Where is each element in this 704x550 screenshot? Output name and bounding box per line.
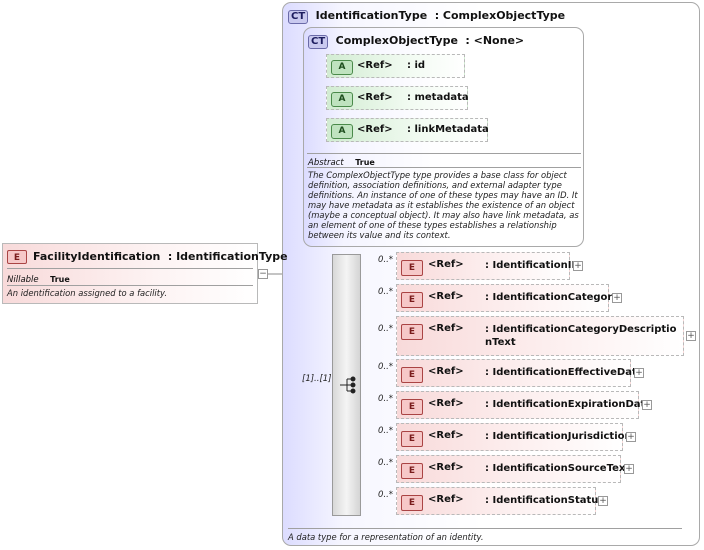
- attribute-icon: A: [331, 92, 353, 107]
- element-occurrence: 0..*: [378, 394, 394, 404]
- root-element-divider-2: [7, 285, 253, 286]
- element-identification-id[interactable]: E <Ref> : IdentificationID: [396, 252, 580, 280]
- abstract-label: Abstract: [308, 158, 344, 168]
- root-element-divider: [7, 268, 253, 269]
- identification-type-name: IdentificationType: [315, 9, 428, 22]
- complex-type-icon: CT: [308, 35, 329, 49]
- element-identification-category[interactable]: E <Ref> : IdentificationCategory: [396, 284, 619, 312]
- element-occurrence: 0..*: [378, 458, 394, 468]
- element-identification-source-text[interactable]: E <Ref> : IdentificationSourceText: [396, 455, 630, 483]
- attribute-link-metadata[interactable]: A <Ref> : linkMetadata: [326, 118, 489, 142]
- expand-icon[interactable]: +: [686, 331, 696, 341]
- element-icon: E: [401, 367, 423, 383]
- element-identification-jurisdiction[interactable]: E <Ref> : IdentificationJurisdiction: [396, 423, 632, 451]
- complex-object-type-base: : <None>: [465, 34, 525, 47]
- complex-object-type-divider: [307, 153, 581, 154]
- element-occurrence: 0..*: [378, 255, 394, 265]
- element-name: : IdentificationCategory: [485, 292, 619, 303]
- element-occurrence: 0..*: [378, 287, 394, 297]
- element-ref-label: <Ref>: [428, 366, 464, 377]
- sequence-occurrence: [1]..[1]: [302, 374, 332, 384]
- complex-object-type-documentation: The ComplexObjectType type provides a ba…: [308, 170, 579, 240]
- complex-type-icon: CT: [288, 10, 309, 24]
- element-occurrence: 0..*: [378, 324, 394, 334]
- element-name: : IdentificationStatus: [485, 495, 605, 506]
- root-element-type: : IdentificationType: [167, 250, 288, 263]
- attribute-ref-label: <Ref>: [357, 60, 393, 71]
- element-name: : IdentificationID: [485, 260, 580, 271]
- element-icon: E: [401, 324, 423, 340]
- element-name: : IdentificationSourceText: [485, 463, 631, 474]
- element-ref-label: <Ref>: [428, 291, 464, 302]
- identification-type-header: CT IdentificationType : ComplexObjectTyp…: [288, 9, 565, 24]
- element-ref-label: <Ref>: [428, 398, 464, 409]
- element-name: : IdentificationEffectiveDate: [485, 367, 644, 378]
- expand-icon[interactable]: +: [612, 293, 622, 303]
- element-icon: E: [401, 431, 423, 447]
- expand-icon[interactable]: +: [624, 464, 634, 474]
- attribute-name: : id: [407, 60, 426, 71]
- element-icon: E: [401, 495, 423, 511]
- abstract-property: Abstract True: [308, 155, 375, 168]
- attribute-icon: A: [331, 60, 353, 75]
- root-element-name: FacilityIdentification: [33, 250, 161, 263]
- expand-icon[interactable]: +: [626, 432, 636, 442]
- element-ref-label: <Ref>: [428, 462, 464, 473]
- expand-icon[interactable]: +: [642, 400, 652, 410]
- attribute-metadata[interactable]: A <Ref> : metadata: [326, 86, 469, 110]
- attribute-ref-label: <Ref>: [357, 92, 393, 103]
- nillable-property: Nillable True: [7, 272, 70, 285]
- complex-object-type-divider-2: [307, 167, 581, 168]
- identification-type-divider: [288, 528, 682, 529]
- attribute-icon: A: [331, 124, 353, 139]
- element-ref-label: <Ref>: [428, 494, 464, 505]
- root-element-documentation: An identification assigned to a facility…: [7, 288, 167, 298]
- facility-identification-element[interactable]: E FacilityIdentification : Identificatio…: [2, 243, 288, 304]
- element-icon: E: [401, 260, 423, 276]
- element-icon: E: [401, 463, 423, 479]
- complex-object-type-header: CT ComplexObjectType : <None>: [308, 34, 524, 49]
- element-occurrence: 0..*: [378, 490, 394, 500]
- attribute-name: : linkMetadata: [407, 124, 489, 135]
- expand-icon[interactable]: +: [573, 261, 583, 271]
- element-name: : IdentificationCategoryDescriptionText: [485, 324, 677, 348]
- abstract-value: True: [355, 158, 375, 167]
- element-identification-status[interactable]: E <Ref> : IdentificationStatus: [396, 487, 604, 515]
- root-element-header: FacilityIdentification : IdentificationT…: [33, 250, 288, 263]
- element-identification-expiration-date[interactable]: E <Ref> : IdentificationExpirationDate: [396, 391, 652, 419]
- nillable-label: Nillable: [7, 275, 39, 285]
- expand-icon[interactable]: +: [598, 496, 608, 506]
- identification-type-documentation: A data type for a representation of an i…: [288, 532, 484, 542]
- attribute-name: : metadata: [407, 92, 469, 103]
- element-icon: E: [401, 399, 423, 415]
- sequence-icon: [340, 376, 356, 394]
- element-ref-label: <Ref>: [428, 259, 464, 270]
- element-icon: E: [401, 292, 423, 308]
- element-occurrence: 0..*: [378, 362, 394, 372]
- expand-icon[interactable]: +: [634, 368, 644, 378]
- element-icon: E: [7, 250, 27, 264]
- collapse-icon[interactable]: −: [258, 269, 268, 279]
- attribute-id[interactable]: A <Ref> : id: [326, 54, 465, 78]
- identification-type-base: : ComplexObjectType: [434, 9, 566, 22]
- nillable-value: True: [50, 275, 70, 284]
- element-name: : IdentificationJurisdiction: [485, 431, 632, 442]
- attribute-ref-label: <Ref>: [357, 124, 393, 135]
- element-identification-category-description-text[interactable]: E <Ref> : IdentificationCategoryDescript…: [396, 316, 684, 356]
- element-ref-label: <Ref>: [428, 430, 464, 441]
- complex-object-type-name: ComplexObjectType: [335, 34, 458, 47]
- element-occurrence: 0..*: [378, 426, 394, 436]
- element-ref-label: <Ref>: [428, 323, 464, 334]
- element-identification-effective-date[interactable]: E <Ref> : IdentificationEffectiveDate: [396, 359, 644, 387]
- element-name: : IdentificationExpirationDate: [485, 399, 653, 410]
